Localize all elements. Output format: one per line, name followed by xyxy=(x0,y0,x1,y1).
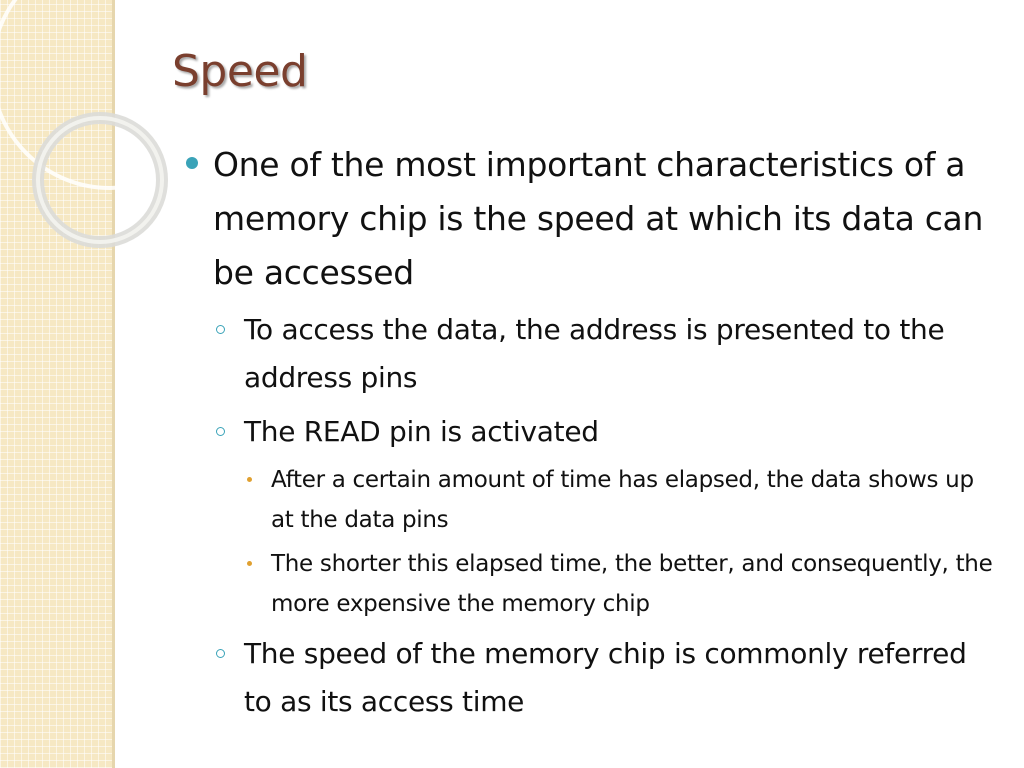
decorative-circles xyxy=(0,0,230,248)
bullet-text: The shorter this elapsed time, the bette… xyxy=(271,551,993,617)
bullet-item-level-2: To access the data, the address is prese… xyxy=(180,306,1000,402)
small-dot-bullet-icon xyxy=(247,561,252,566)
bullet-text: One of the most important characteristic… xyxy=(213,145,984,292)
decorative-sidebar xyxy=(0,0,112,768)
bullet-item-level-3: After a certain amount of time has elaps… xyxy=(180,460,1000,540)
bullet-item-level-1: One of the most important characteristic… xyxy=(180,138,1000,300)
decorative-ring-small-highlight xyxy=(36,116,164,244)
bullet-item-level-3: The shorter this elapsed time, the bette… xyxy=(180,544,1000,624)
bullet-text: The speed of the memory chip is commonly… xyxy=(244,637,967,718)
bullet-text: To access the data, the address is prese… xyxy=(244,313,945,394)
bullet-item-level-2: The speed of the memory chip is commonly… xyxy=(180,630,1000,726)
hollow-circle-bullet-icon xyxy=(216,325,225,334)
filled-circle-bullet-icon xyxy=(186,157,198,169)
sidebar-edge xyxy=(112,0,115,768)
small-dot-bullet-icon xyxy=(247,477,252,482)
bullet-text: The READ pin is activated xyxy=(244,415,599,448)
hollow-circle-bullet-icon xyxy=(216,649,225,658)
hollow-circle-bullet-icon xyxy=(216,427,225,436)
bullet-list: One of the most important characteristic… xyxy=(180,138,1000,726)
bullet-text: After a certain amount of time has elaps… xyxy=(271,467,974,533)
bullet-item-level-2: The READ pin is activated xyxy=(180,408,1000,456)
slide-title: Speed xyxy=(172,46,308,97)
decorative-ring-large xyxy=(0,0,230,190)
